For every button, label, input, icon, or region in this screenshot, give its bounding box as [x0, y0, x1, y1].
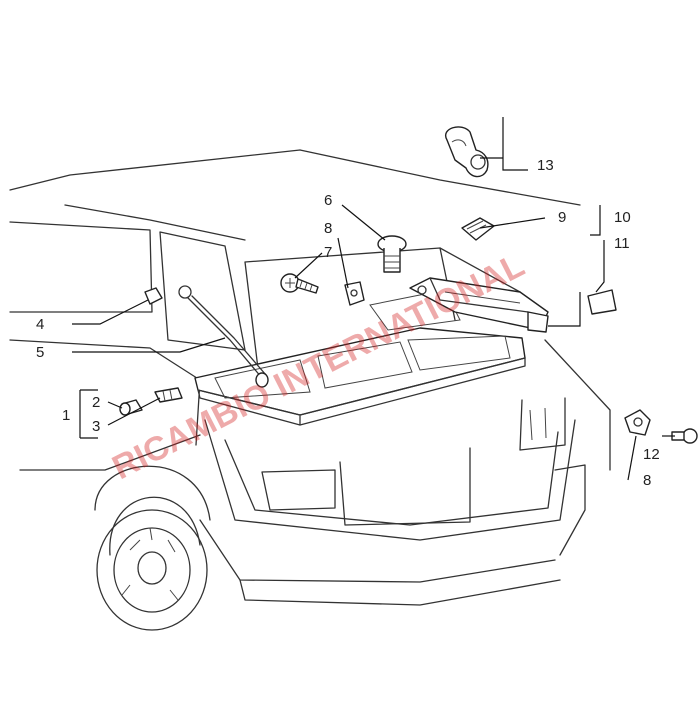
luggage-shelf	[194, 289, 526, 426]
callout-12: 12	[643, 446, 660, 463]
callout-2: 2	[92, 394, 100, 411]
catch-part-9	[461, 217, 495, 241]
screw-part-12	[671, 428, 698, 444]
screw-part-7	[280, 273, 319, 294]
callout-4: 4	[36, 316, 44, 333]
callout-11: 11	[614, 235, 630, 252]
callout-1: 1	[62, 407, 70, 424]
clip-part-13	[444, 126, 489, 178]
callout-7: 7	[324, 244, 332, 261]
callout-8-lower: 8	[643, 472, 651, 489]
pin-part-3	[154, 387, 183, 403]
hinge-bracket	[409, 277, 549, 333]
leader-lines	[72, 117, 675, 481]
callout-5: 5	[36, 344, 44, 361]
pad-part-11	[587, 289, 617, 315]
callout-6: 6	[324, 192, 332, 209]
callout-3: 3	[92, 418, 100, 435]
callout-10: 10	[614, 209, 631, 226]
bracket-part-8-lower	[624, 409, 651, 436]
callout-8-upper: 8	[324, 220, 332, 237]
push-clip-part-6	[377, 235, 407, 273]
bracket-part-8-upper	[344, 281, 365, 306]
strut-part-5	[144, 285, 269, 388]
callout-9: 9	[558, 209, 566, 226]
callout-13: 13	[537, 157, 554, 174]
car-body	[9, 149, 611, 631]
